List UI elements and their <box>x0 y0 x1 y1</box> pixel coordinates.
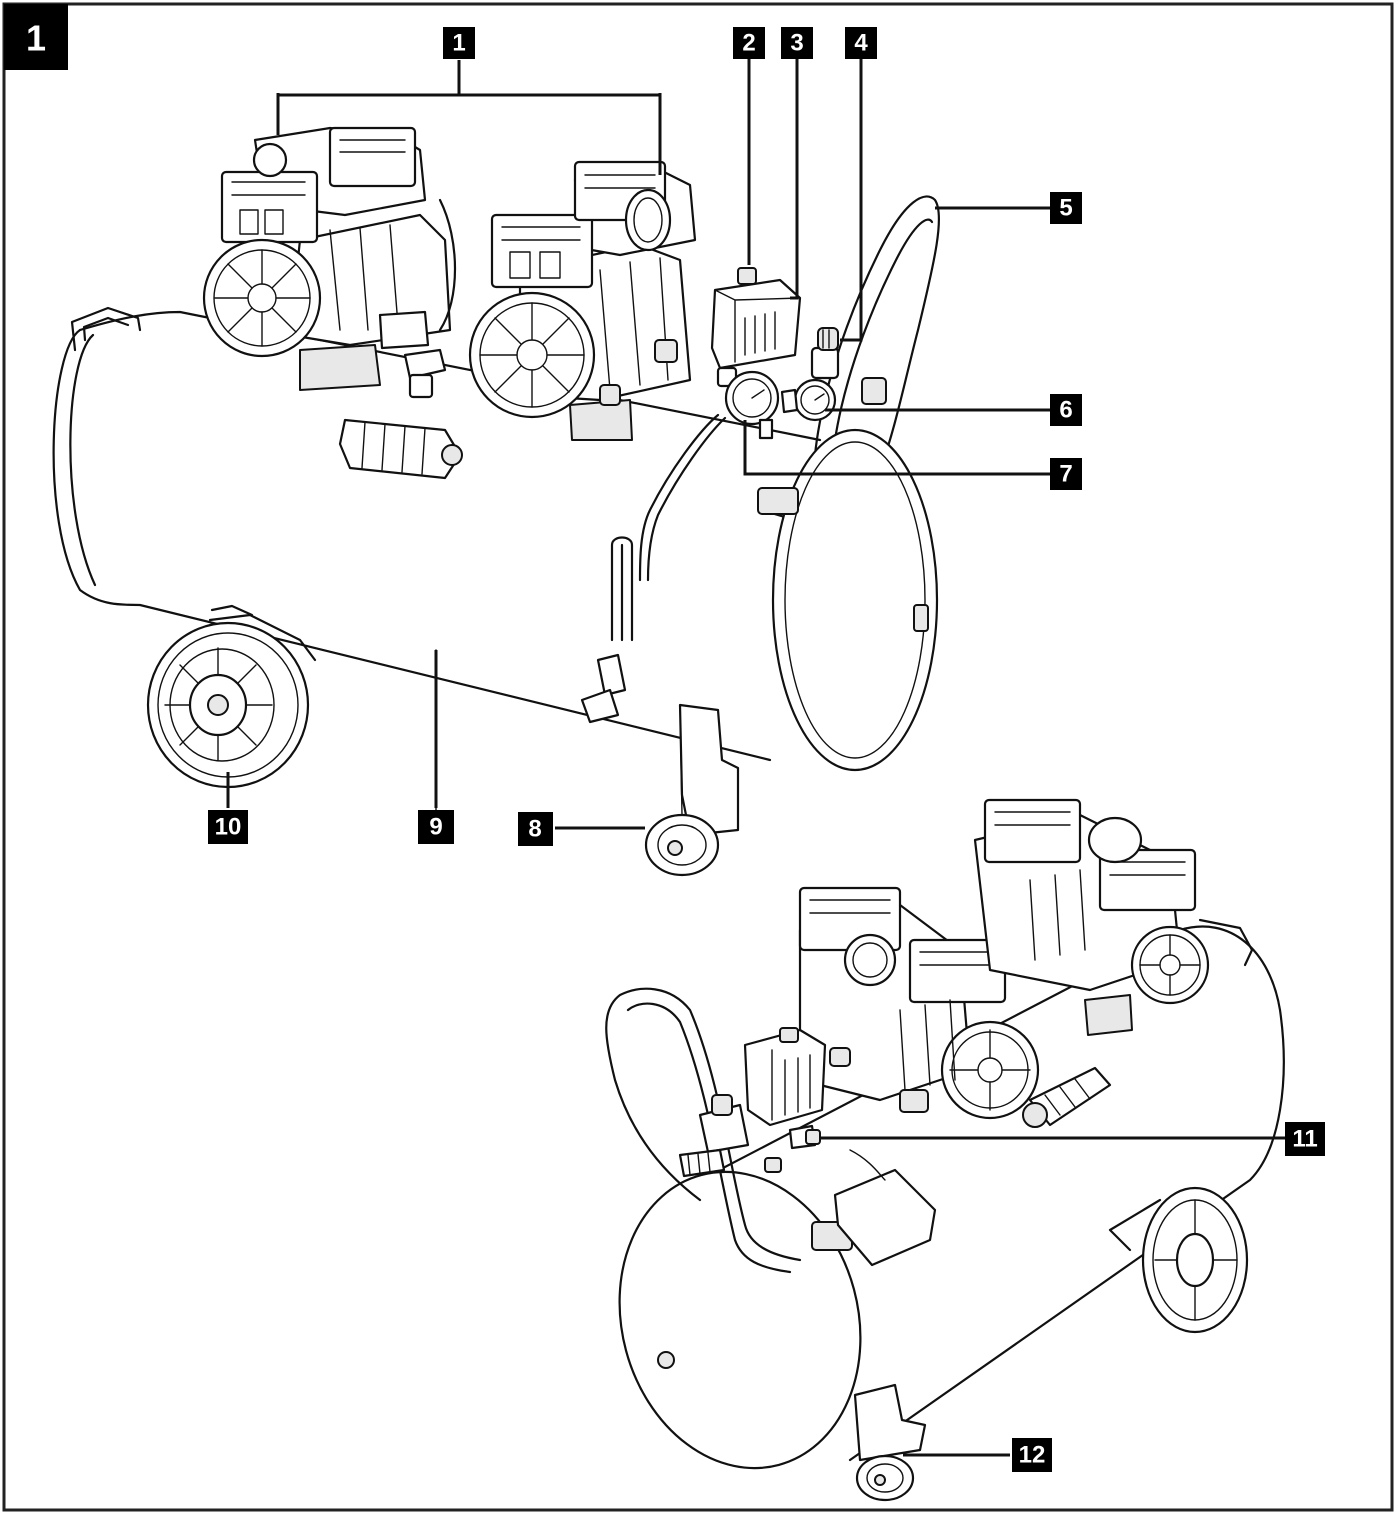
caster-front <box>644 703 740 877</box>
callout-9: 9 <box>418 810 454 844</box>
callout-3: 3 <box>781 27 813 59</box>
cord-hook-front <box>757 487 799 515</box>
callout-4-label: 4 <box>854 30 868 57</box>
callout-6: 6 <box>1050 394 1082 426</box>
pump-motor-right <box>468 160 697 441</box>
callout-7: 7 <box>1050 458 1082 490</box>
pressure-switch-front <box>710 267 802 388</box>
figure-number: 1 <box>26 18 46 59</box>
pressure-switch-rear <box>743 1027 851 1127</box>
leader-4 <box>840 58 863 342</box>
callout-2-label: 2 <box>742 30 755 57</box>
callout-1: 1 <box>443 27 475 59</box>
air-filter-rear <box>1022 1066 1112 1128</box>
callout-11-label: 11 <box>1292 1126 1317 1153</box>
pump-motor-left <box>202 126 457 391</box>
wheel-rear <box>1108 1186 1249 1334</box>
callout-1-label: 1 <box>452 30 465 57</box>
power-cord-front <box>580 413 727 724</box>
figure-number-badge: 1 <box>4 4 68 70</box>
pressure-regulator-front <box>810 327 840 380</box>
leader-lines <box>226 58 1285 1457</box>
callout-2: 2 <box>733 27 765 59</box>
regulator-rear <box>678 1094 782 1178</box>
caster-rear <box>853 1383 927 1502</box>
callout-5-label: 5 <box>1059 195 1072 222</box>
leader-3 <box>790 58 799 300</box>
safety-valve-rear <box>788 1124 821 1150</box>
callout-8: 8 <box>518 812 553 846</box>
leader-7 <box>743 420 1050 476</box>
callout-5: 5 <box>1050 192 1082 224</box>
compressor-rear-view <box>605 798 1285 1502</box>
cord-bracket-rear <box>833 1149 937 1267</box>
compressor-front-view <box>52 126 941 877</box>
outlet-fitting <box>403 348 447 399</box>
air-tank-rear <box>618 918 1285 1470</box>
pump-motor-rear-right <box>973 798 1210 1036</box>
callout-12: 12 <box>1012 1438 1052 1472</box>
callout-4: 4 <box>845 27 877 59</box>
callout-11: 11 <box>1285 1122 1325 1156</box>
callout-6-label: 6 <box>1059 397 1072 424</box>
air-filter-front <box>338 418 463 480</box>
callout-10-label: 10 <box>215 814 242 841</box>
callout-10: 10 <box>208 810 248 844</box>
callout-7-label: 7 <box>1059 461 1072 488</box>
callout-12-label: 12 <box>1019 1442 1046 1469</box>
pump-motor-rear-left <box>798 886 1040 1120</box>
leader-1 <box>276 60 662 175</box>
wheel-front <box>146 604 317 789</box>
callout-8-label: 8 <box>528 816 541 843</box>
callout-9-label: 9 <box>429 814 442 841</box>
callout-3-label: 3 <box>790 30 803 57</box>
